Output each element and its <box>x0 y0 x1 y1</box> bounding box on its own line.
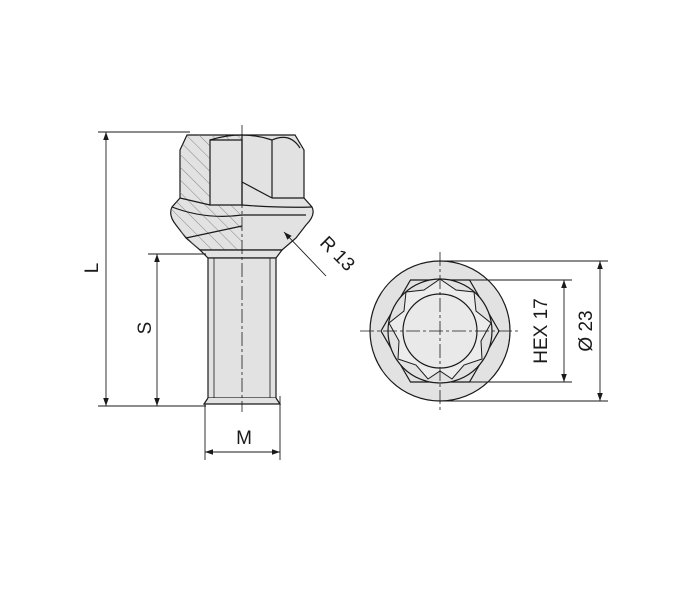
head-inner-pocket <box>209 139 243 206</box>
hex-label: HEX 17 <box>531 298 552 363</box>
shank-label: S <box>135 322 156 335</box>
thread-dimension <box>204 396 281 460</box>
thread-label: M <box>236 428 252 449</box>
length-dimension <box>98 131 206 407</box>
shank-dimension <box>148 253 206 406</box>
side-view <box>170 125 314 412</box>
length-label: L <box>82 263 103 274</box>
radius-leader <box>283 231 327 277</box>
diameter-dimension <box>440 260 608 402</box>
bolt-neck <box>198 249 284 259</box>
hex-dimension <box>470 279 572 383</box>
diameter-label: Ø 23 <box>576 310 597 351</box>
radius-label: R 13 <box>315 232 358 275</box>
top-view <box>360 252 520 410</box>
